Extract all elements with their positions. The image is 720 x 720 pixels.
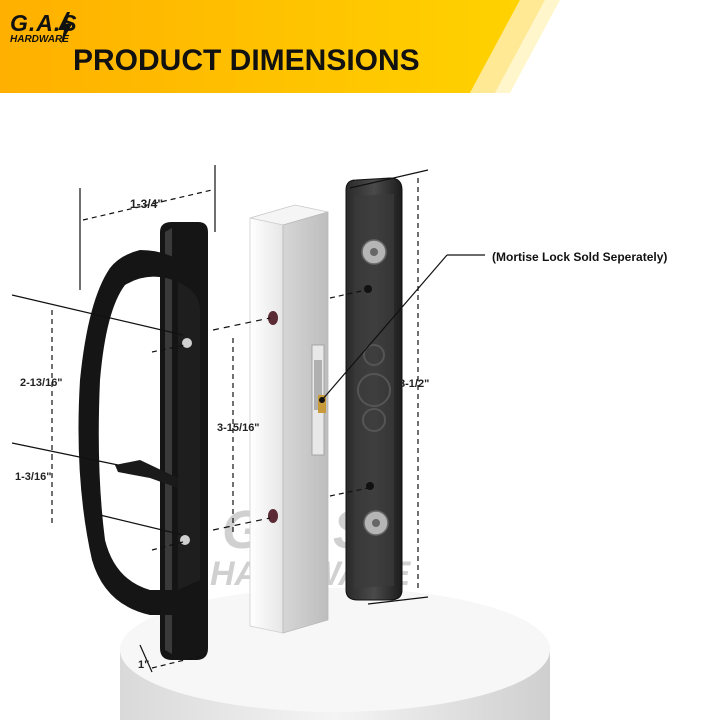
- interior-plate: [345, 177, 403, 601]
- door-screw-hole-bottom: [268, 509, 278, 523]
- door-stile: [249, 204, 329, 634]
- dim-width-label: 1-3/4": [130, 197, 163, 211]
- handle-screw-hole-bottom: [180, 535, 190, 545]
- brand-bolt-icon: [58, 12, 72, 44]
- handle-screw-hole-top: [182, 338, 192, 348]
- thumb-lever: [115, 460, 178, 488]
- handle-exterior: [78, 222, 208, 660]
- header-banner: [0, 0, 720, 93]
- dim-plate-width-label: 1": [138, 659, 149, 671]
- display-pedestal: [120, 588, 550, 720]
- page-title: PRODUCT DIMENSIONS: [73, 44, 420, 77]
- dim-screw-spacing-label: 3-15/16": [217, 422, 260, 434]
- dim-lever-offset-label: 1-3/16": [15, 471, 51, 483]
- mortise-note: (Mortise Lock Sold Seperately): [492, 250, 667, 264]
- dim-plate-length-label: 8-1/2": [399, 378, 429, 390]
- brand-logo-subtext: HARDWARE: [10, 34, 69, 45]
- dim-hole-spacing-label: 2-13/16": [20, 377, 63, 389]
- dimension-lines: [11, 165, 485, 673]
- door-screw-hole-top: [268, 311, 278, 325]
- mortise-leader-dot: [319, 397, 325, 403]
